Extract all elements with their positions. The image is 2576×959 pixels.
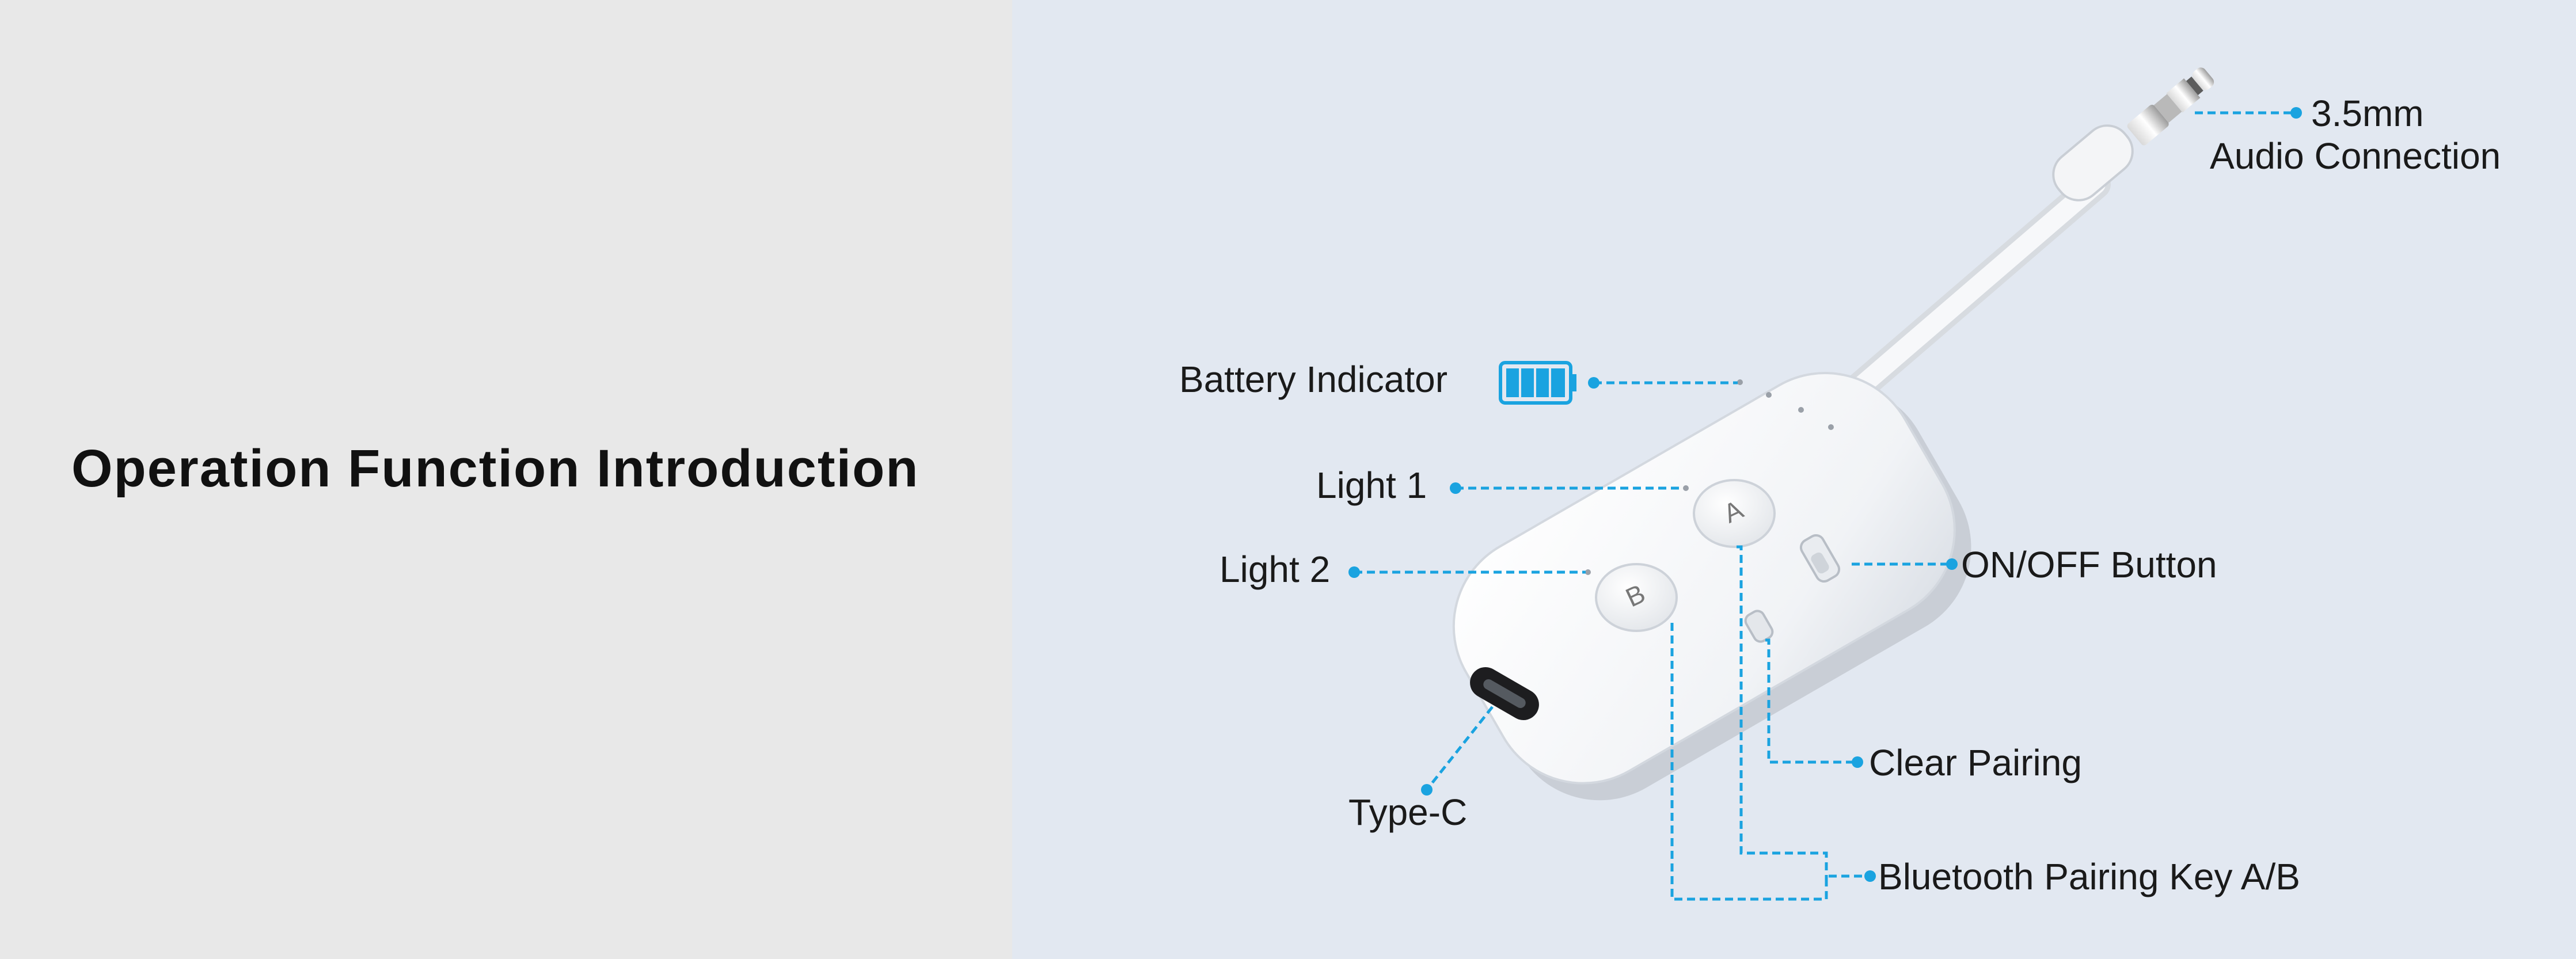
leader-clear-pairing [1765,638,1857,764]
label-audio-size: 3.5mm [2311,93,2424,134]
on-off-switch[interactable] [1798,532,1842,584]
audio-cable [1833,169,2111,412]
type-c-port[interactable] [1464,661,1545,726]
label-bluetooth-pairing-key: Bluetooth Pairing Key A/B [1878,856,2300,897]
light-2-led [1585,569,1591,575]
page-title: Operation Function Introduction [71,439,920,498]
leader-key-a [1737,545,1828,878]
label-audio-connection: 3.5mm [2311,92,2424,135]
leader-type-c [1426,706,1494,791]
label-audio-connection-text: Audio Connection [2210,135,2501,177]
label-light-1: Light 1 [1316,465,1427,506]
left-panel [0,0,1012,959]
light-1-led [1683,485,1689,491]
pairing-button-b[interactable]: B [1595,563,1678,632]
pairing-button-a[interactable]: A [1693,479,1776,548]
label-on-off-button: ON/OFF Button [1961,544,2217,585]
label-light-2: Light 2 [1219,549,1331,590]
leader-key-b [1670,623,1865,901]
leader-dots [1348,107,2302,882]
battery-indicator-leds [1737,379,1834,430]
battery-icon [1499,361,1576,405]
audio-jack-plug [2127,67,2214,146]
label-battery-indicator: Battery Indicator [1179,359,1447,400]
leader-lines [1354,111,2296,901]
label-type-c: Type-C [1348,791,1468,833]
cable-strain-relief [2052,124,2134,201]
label-clear-pairing: Clear Pairing [1869,742,2082,783]
